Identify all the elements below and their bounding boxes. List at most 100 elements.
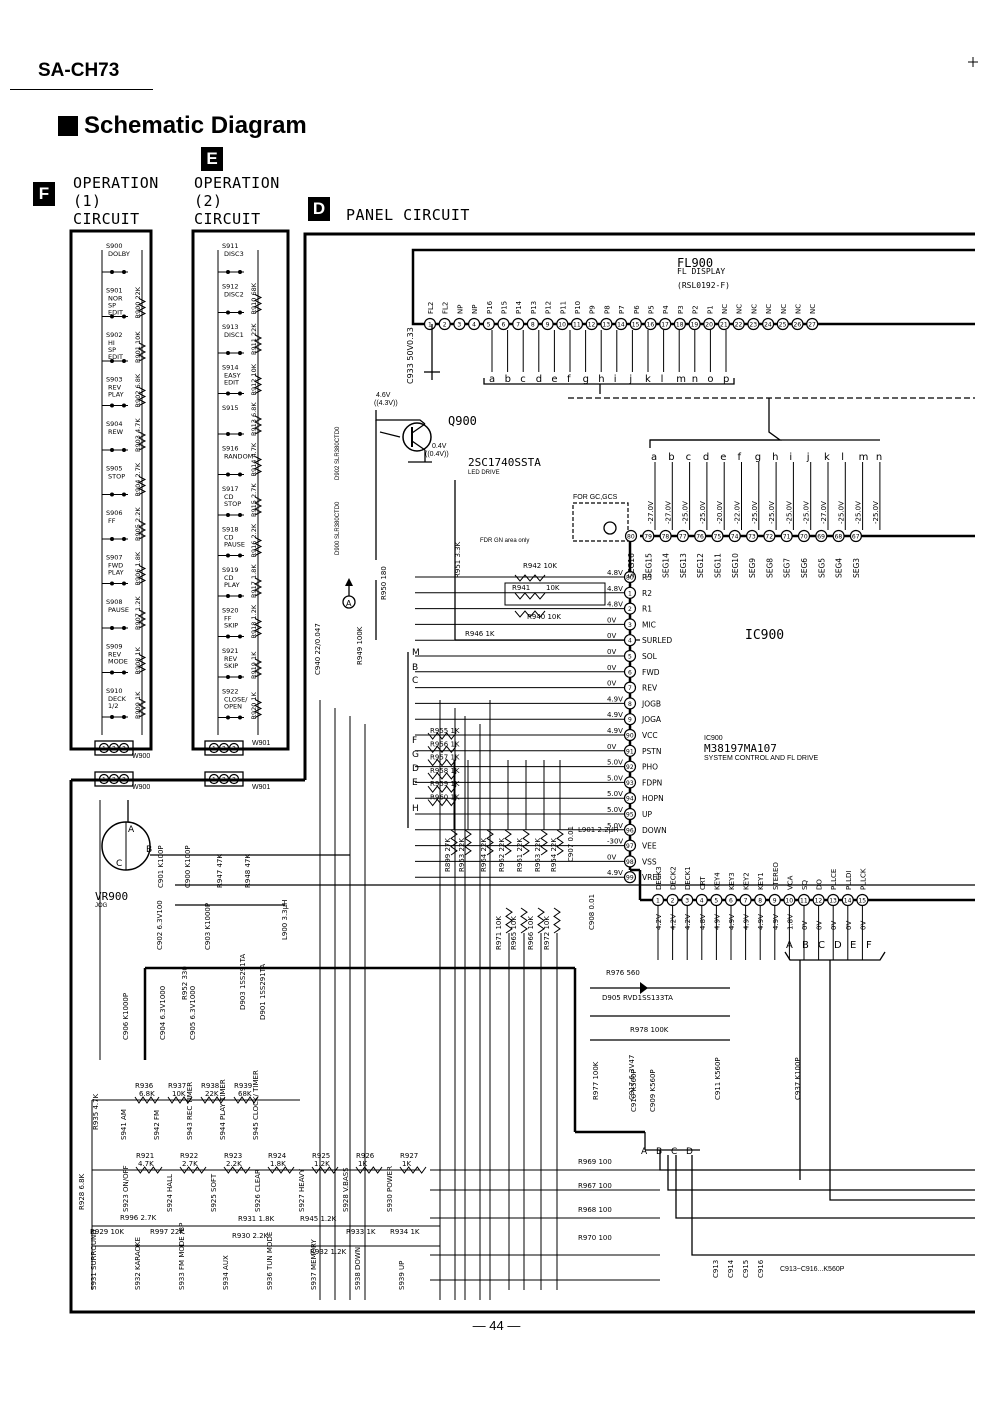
ic-top-label-SEG16: SEG16 [627, 553, 636, 578]
ic-top-pin-67-num: 67 [852, 534, 860, 541]
op1-sw-name-2-0: HI [108, 339, 115, 347]
q900-collector-wire [375, 410, 426, 425]
ic-left-volt-8: 4.9V [607, 695, 623, 703]
ic-top-label-SEG7: SEG7 [783, 558, 792, 578]
fl-pin-22 [732, 317, 745, 331]
rlow-zigzag-1 [520, 907, 528, 934]
op2-sw-ref-7: S918 [222, 526, 239, 534]
op1-sw-name-10-1: 1/2 [108, 702, 118, 710]
ic-left-pin-91-11-num: 91 [626, 748, 634, 755]
svg-text:C: C [116, 859, 122, 869]
k3-sw-1: S932 KARAOKE [134, 1237, 142, 1290]
ic-top-label-SEG14: SEG14 [662, 553, 671, 578]
ic-left-pin-94-14 [623, 792, 637, 805]
conn-pin-11 [228, 773, 240, 785]
ic-bottom-volt-11: 0V [816, 921, 824, 930]
ic-left-pin-97-17 [623, 839, 637, 852]
k3-res-1: R929 10K [90, 1228, 124, 1236]
k2-res-ref-3: R924 [268, 1152, 287, 1160]
fl-pin-3 [453, 317, 466, 331]
ic-top-pin-70-num: 70 [800, 534, 808, 541]
ic-left-pin-7-7 [623, 681, 637, 694]
op2-sw-contact2-9 [238, 634, 242, 639]
op2-sw-name-10-0: REV [224, 655, 238, 663]
ic-top-volt-13: -25.0V [872, 501, 880, 524]
op2-sw-contact-9 [226, 634, 230, 639]
ic-bottom-volt-10: 0V [801, 921, 809, 930]
vres-label-6: R954 22K [550, 838, 558, 872]
fl-pin-label-6: P15 [501, 301, 509, 314]
op1-sw-contact2-10 [122, 715, 126, 719]
vres-zigzag-5 [540, 829, 548, 856]
op1-res-4: R903 4.7K [134, 418, 142, 452]
l901-label: L901 2.2μH [578, 826, 618, 834]
op1-frame [69, 229, 153, 751]
ic-top-pin-75-num: 75 [714, 534, 722, 541]
r978-label: R978 100K [630, 1026, 669, 1034]
fl-pin-9 [541, 317, 554, 331]
op2-sw-name-0-0: DISC3 [224, 250, 244, 258]
fl-pin-label-4: NP [471, 305, 479, 314]
ic-left-label-DOWN: DOWN [642, 826, 667, 835]
k1-res-zigzag-3 [233, 1096, 259, 1104]
op2-sw-name-9-0: FF [224, 615, 232, 623]
bus-c-out [675, 1155, 975, 1219]
op2-sw-contact2-5 [238, 472, 242, 477]
op2-sw-name-2-0: DISC1 [224, 331, 244, 339]
ic-top-pin-77 [676, 529, 690, 543]
k1-res-ref-1: R937 [168, 1082, 186, 1090]
ic-left-pin-99-19 [623, 871, 637, 884]
panel-frame-top [303, 232, 975, 780]
fl-pin-label-12: P9 [589, 305, 597, 314]
fl-pin-label-13: P8 [603, 305, 611, 314]
ic900-part-ref: IC900 [704, 735, 723, 742]
fl-pin-13 [600, 317, 613, 331]
op2-sw-contact-8 [226, 594, 230, 598]
op1-sw-contact2-1 [122, 314, 126, 319]
lr-bus-B: B [656, 1147, 662, 1157]
fdr-note: FDR GN area only [480, 538, 530, 544]
section-e-line1: OPERATION [194, 174, 280, 192]
op1-res-10: R909 1K [134, 691, 142, 719]
op1-sw-contact2-3 [122, 403, 126, 408]
ic-bottom-label-KEY2: KEY2 [743, 872, 751, 890]
c903-label: C903 K1000P [204, 903, 212, 950]
ic-bottom-pin-10 [783, 893, 796, 907]
w900-label-top: W900 [132, 753, 151, 760]
k2-res-zigzag-3 [267, 1166, 295, 1174]
k3-res-2: R997 22K [150, 1228, 184, 1236]
op2-res-5: R914 4.7K [250, 442, 258, 476]
section-f-badge: F [33, 182, 55, 206]
conn-pin-4 [108, 773, 120, 785]
k2-sw-0: S923 ON/OFF [122, 1165, 130, 1212]
ic-bottom-pin-10-num: 10 [785, 898, 793, 905]
r942-label: R942 10K [523, 562, 557, 570]
ic-top-pin-71-num: 71 [783, 534, 791, 541]
op1-res-zigzag-1 [137, 298, 147, 317]
ic-top-pin-74 [728, 529, 741, 543]
op2-sw-contact-3 [226, 391, 230, 396]
ic-left-label-HOPN: HOPN [642, 794, 664, 803]
pin82-circle [603, 521, 617, 535]
fl-pin-21 [717, 317, 731, 331]
r970-label: R970 100 [578, 1234, 612, 1242]
fl-pin-20-num: 20 [705, 322, 713, 329]
k2-res-zigzag-4 [311, 1166, 339, 1174]
op1-res-zigzag-3 [137, 387, 147, 406]
op1-sw-name-5-0: STOP [108, 473, 125, 481]
op1-sw-ref-3: S903 [106, 376, 123, 384]
q900-v2: 0.4V [432, 443, 447, 450]
fl-pin-5-num: 5 [487, 322, 491, 329]
ic-bottom-volt-9: 1.8V [786, 914, 794, 930]
op2-res-zigzag-5 [253, 456, 263, 475]
r955-label: R955 1K [430, 727, 460, 735]
op2-sw-ref-11: S922 [222, 688, 239, 696]
k1-res-val-3: 68K [238, 1090, 252, 1098]
fl-letter-j: j [628, 374, 632, 385]
op2-sw-contact2-1 [238, 310, 242, 315]
ic-top-pin-77-num: 77 [679, 534, 687, 541]
k2-res-ref-0: R921 [136, 1152, 154, 1160]
ic-left-pin-4-4-num: 4 [628, 638, 632, 645]
op1-res-zigzag-7 [137, 565, 147, 584]
